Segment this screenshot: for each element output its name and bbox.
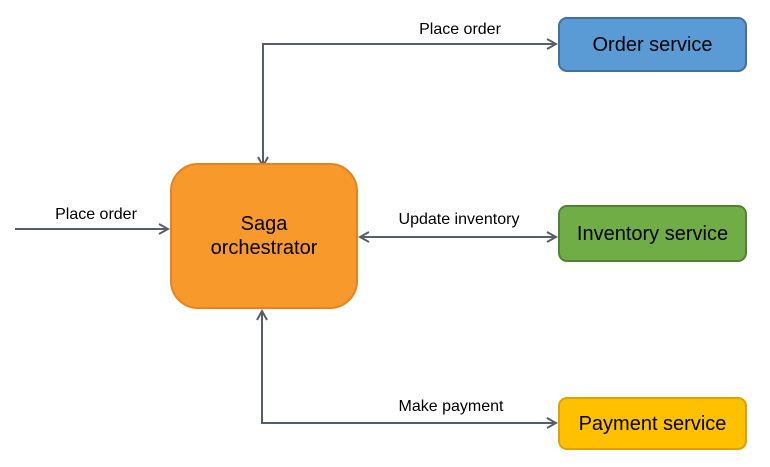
node-inventory-service-label: Inventory service	[576, 222, 729, 245]
node-inventory-service: Inventory service	[558, 205, 747, 262]
node-payment-service-label: Payment service	[578, 412, 727, 435]
node-order-service: Order service	[558, 17, 747, 72]
node-saga-orchestrator: Saga orchestrator	[170, 163, 358, 309]
node-order-service-label: Order service	[592, 33, 713, 56]
connector-label-make-payment: Make payment	[398, 398, 504, 415]
node-payment-service: Payment service	[558, 397, 747, 450]
connector-place-order-line	[263, 44, 556, 166]
connector-label-update-inventory: Update inventory	[398, 211, 520, 228]
connector-label-place-order: Place order	[419, 21, 501, 38]
connector-make-payment-line	[262, 311, 556, 423]
connector-label-place-order-in: Place order	[55, 206, 137, 223]
node-saga-orchestrator-label: Saga orchestrator	[210, 213, 318, 259]
